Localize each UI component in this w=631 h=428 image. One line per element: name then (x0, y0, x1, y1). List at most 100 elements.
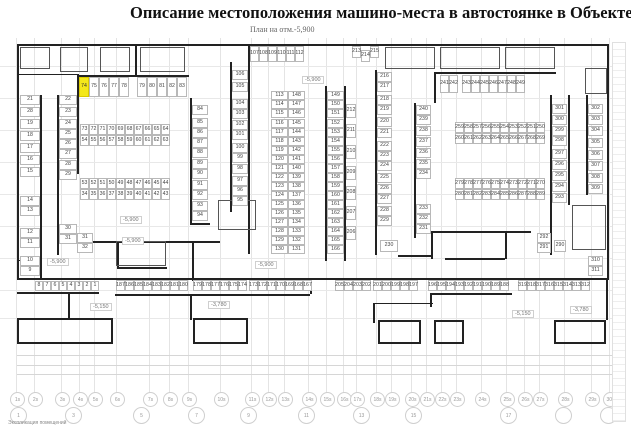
parking-spot-277[interactable]: 277 (473, 178, 482, 189)
parking-spot-244[interactable]: 244 (471, 75, 480, 93)
parking-spot-162[interactable]: 162 (327, 209, 344, 218)
parking-spot-220[interactable]: 220 (377, 117, 392, 127)
parking-spot-145[interactable]: 145 (288, 119, 305, 128)
parking-spot-50[interactable]: 50 (107, 178, 116, 189)
parking-spot-154[interactable]: 154 (327, 137, 344, 146)
parking-spot-279[interactable]: 279 (455, 178, 464, 189)
parking-spot-214[interactable]: 214 (361, 50, 370, 62)
parking-spot-122[interactable]: 122 (271, 173, 288, 182)
parking-spot-206[interactable]: 206 (346, 226, 356, 240)
parking-spot-212[interactable]: 212 (346, 104, 356, 118)
parking-spot-282[interactable]: 282 (473, 189, 482, 200)
parking-spot-19[interactable]: 19 (20, 119, 40, 129)
parking-spot-265[interactable]: 265 (500, 133, 509, 144)
parking-spot-139[interactable]: 139 (288, 173, 305, 182)
parking-spot-16[interactable]: 16 (20, 155, 40, 165)
parking-spot-41[interactable]: 41 (143, 189, 152, 200)
parking-spot-310[interactable]: 310 (588, 256, 603, 266)
parking-spot-102[interactable]: 102 (232, 120, 248, 130)
parking-spot-192[interactable]: 192 (464, 280, 473, 291)
parking-spot-28[interactable]: 28 (20, 107, 40, 117)
parking-spot-270[interactable]: 270 (536, 178, 545, 189)
parking-spot-54[interactable]: 54 (80, 135, 89, 146)
parking-spot-254[interactable]: 254 (500, 122, 509, 133)
parking-spot-79[interactable]: 79 (137, 77, 147, 97)
parking-spot-88[interactable]: 88 (192, 148, 208, 158)
parking-spot-287[interactable]: 287 (518, 189, 527, 200)
parking-spot-261[interactable]: 261 (464, 133, 473, 144)
parking-spot-307[interactable]: 307 (588, 161, 603, 171)
parking-spot-86[interactable]: 86 (192, 128, 208, 138)
parking-spot-76[interactable]: 76 (99, 77, 109, 97)
parking-spot-190[interactable]: 190 (482, 280, 491, 291)
parking-spot-13[interactable]: 13 (20, 206, 40, 216)
parking-spot-256[interactable]: 256 (482, 122, 491, 133)
parking-spot-142[interactable]: 142 (288, 146, 305, 155)
parking-spot-303[interactable]: 303 (588, 115, 603, 125)
parking-spot-101[interactable]: 101 (232, 130, 248, 140)
parking-spot-99[interactable]: 99 (232, 153, 248, 163)
parking-spot-241[interactable]: 241 (440, 75, 449, 93)
parking-spot-278[interactable]: 278 (464, 178, 473, 189)
parking-spot-87[interactable]: 87 (192, 138, 208, 148)
parking-spot-195[interactable]: 195 (437, 280, 446, 291)
parking-spot-92[interactable]: 92 (192, 190, 208, 200)
parking-spot-274[interactable]: 274 (500, 178, 509, 189)
parking-spot-177[interactable]: 177 (211, 280, 220, 291)
parking-spot-39[interactable]: 39 (125, 189, 134, 200)
parking-spot-318[interactable]: 318 (527, 280, 536, 291)
parking-spot-34[interactable]: 34 (80, 189, 89, 200)
parking-spot-109[interactable]: 109 (268, 46, 277, 62)
parking-spot-269[interactable]: 269 (536, 133, 545, 144)
parking-spot-243[interactable]: 243 (462, 75, 471, 93)
parking-spot-151[interactable]: 151 (327, 109, 344, 118)
parking-spot-15[interactable]: 15 (20, 167, 40, 177)
parking-spot-161[interactable]: 161 (327, 200, 344, 209)
parking-spot-280[interactable]: 280 (455, 189, 464, 200)
parking-spot-166[interactable]: 166 (327, 245, 344, 254)
parking-spot-84[interactable]: 84 (192, 105, 208, 115)
parking-spot-136[interactable]: 136 (288, 200, 305, 209)
parking-spot-126[interactable]: 126 (271, 209, 288, 218)
parking-spot-74[interactable]: 74 (79, 77, 89, 97)
parking-spot-236[interactable]: 236 (416, 148, 431, 158)
parking-spot-157[interactable]: 157 (327, 164, 344, 173)
parking-spot-184[interactable]: 184 (143, 280, 152, 291)
parking-spot-294[interactable]: 294 (552, 182, 567, 192)
parking-spot-247[interactable]: 247 (498, 75, 507, 93)
parking-spot-193[interactable]: 193 (455, 280, 464, 291)
parking-spot-283[interactable]: 283 (482, 189, 491, 200)
parking-spot-216[interactable]: 216 (377, 72, 392, 82)
parking-spot-83[interactable]: 83 (177, 77, 187, 97)
parking-spot-175[interactable]: 175 (229, 280, 238, 291)
parking-spot-284[interactable]: 284 (491, 189, 500, 200)
parking-spot-105[interactable]: 105 (232, 82, 248, 92)
parking-spot-172[interactable]: 172 (258, 280, 267, 291)
parking-spot-289[interactable]: 289 (536, 189, 545, 200)
parking-spot-6[interactable]: 6 (51, 281, 59, 291)
parking-spot-176[interactable]: 176 (220, 280, 229, 291)
parking-spot-250[interactable]: 250 (536, 122, 545, 133)
parking-spot-211[interactable]: 211 (346, 124, 356, 138)
parking-spot-48[interactable]: 48 (125, 178, 134, 189)
parking-spot-242[interactable]: 242 (449, 75, 458, 93)
parking-spot-124[interactable]: 124 (271, 191, 288, 200)
parking-spot-297[interactable]: 297 (552, 149, 567, 159)
parking-spot-174[interactable]: 174 (238, 280, 247, 291)
parking-spot-159[interactable]: 159 (327, 182, 344, 191)
parking-spot-233[interactable]: 233 (416, 204, 431, 214)
parking-spot-107[interactable]: 107 (250, 46, 259, 62)
parking-spot-224[interactable]: 224 (377, 161, 392, 171)
parking-spot-56[interactable]: 56 (98, 135, 107, 146)
parking-spot-293[interactable]: 293 (552, 193, 567, 203)
parking-spot-268[interactable]: 268 (527, 133, 536, 144)
parking-spot-128[interactable]: 128 (271, 227, 288, 236)
parking-spot-49[interactable]: 49 (116, 178, 125, 189)
parking-spot-115[interactable]: 115 (271, 109, 288, 118)
parking-spot-58[interactable]: 58 (116, 135, 125, 146)
parking-spot-227[interactable]: 227 (377, 194, 392, 204)
parking-spot-96[interactable]: 96 (232, 186, 248, 196)
parking-spot-313[interactable]: 313 (572, 280, 581, 291)
parking-spot-189[interactable]: 189 (491, 280, 500, 291)
parking-spot-71[interactable]: 71 (98, 124, 107, 135)
